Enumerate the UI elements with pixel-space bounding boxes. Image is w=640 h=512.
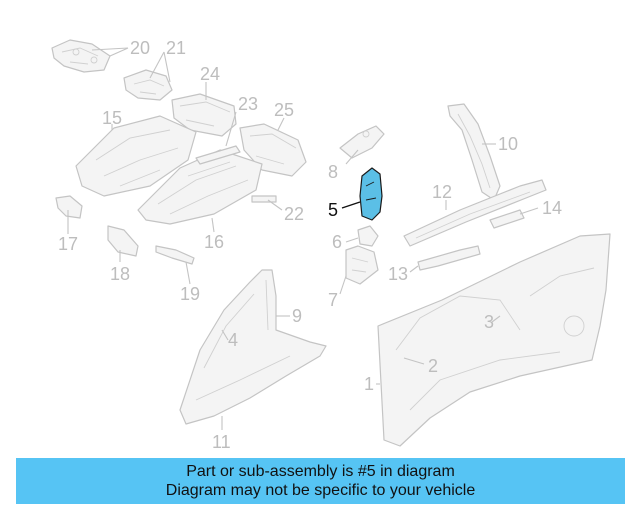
callout-22: 22 — [284, 204, 304, 224]
callout-23: 23 — [238, 94, 258, 114]
callout-9: 9 — [292, 306, 302, 326]
callout-10: 10 — [498, 134, 518, 154]
callout-5-highlighted: 5 — [328, 200, 338, 220]
callout-19: 19 — [180, 284, 200, 304]
callout-11: 11 — [212, 432, 231, 452]
part-15-front-floor — [75, 115, 197, 197]
callout-18: 18 — [110, 264, 130, 284]
part-18-bracket — [107, 225, 139, 257]
part-20-bracket — [51, 39, 111, 73]
callout-3: 3 — [484, 312, 494, 332]
callout-14: 14 — [542, 198, 562, 218]
part-22-bar — [251, 195, 277, 203]
callout-8: 8 — [328, 162, 338, 182]
part-17-bracket — [55, 195, 83, 219]
part-23-bar — [195, 145, 241, 165]
callout-12: 12 — [432, 182, 452, 202]
part-14-plate — [489, 209, 525, 229]
part-1-2-3-outer-side — [377, 233, 611, 447]
callout-4: 4 — [228, 330, 238, 350]
banner-line-2: Diagram may not be specific to your vehi… — [165, 482, 476, 499]
part-8-bracket — [339, 125, 385, 159]
callout-15: 15 — [102, 108, 122, 128]
info-banner: Part or sub-assembly is #5 in diagram Di… — [16, 458, 625, 504]
callout-1: 1 — [364, 374, 374, 394]
callout-7: 7 — [328, 290, 338, 310]
part-21-bracket — [123, 69, 173, 101]
callout-13: 13 — [388, 264, 408, 284]
parts-diagram: 20 21 24 15 23 25 8 10 12 14 13 6 7 9 4 … — [51, 38, 611, 452]
part-16-rear-floor — [137, 149, 263, 225]
part-12-rail — [403, 179, 547, 247]
part-10-pillar — [447, 103, 501, 201]
part-6-clip — [357, 225, 379, 247]
callout-16: 16 — [204, 232, 224, 252]
callout-24: 24 — [200, 64, 220, 84]
callout-2: 2 — [428, 356, 438, 376]
leader-lines — [67, 47, 539, 430]
part-5-highlighted — [341, 167, 383, 221]
part-4-9-11-inner-side — [179, 269, 327, 425]
callout-labels: 20 21 24 15 23 25 8 10 12 14 13 6 7 9 4 … — [58, 38, 562, 452]
callout-6: 6 — [332, 232, 342, 252]
part-13-strip — [417, 245, 481, 271]
callout-20: 20 — [130, 38, 150, 58]
part-7-bracket — [345, 245, 379, 285]
banner-line-1: Part or sub-assembly is #5 in diagram — [186, 463, 455, 480]
callout-25: 25 — [274, 100, 294, 120]
callout-17: 17 — [58, 234, 78, 254]
callout-21: 21 — [166, 38, 186, 58]
part-19-strip — [155, 245, 195, 265]
